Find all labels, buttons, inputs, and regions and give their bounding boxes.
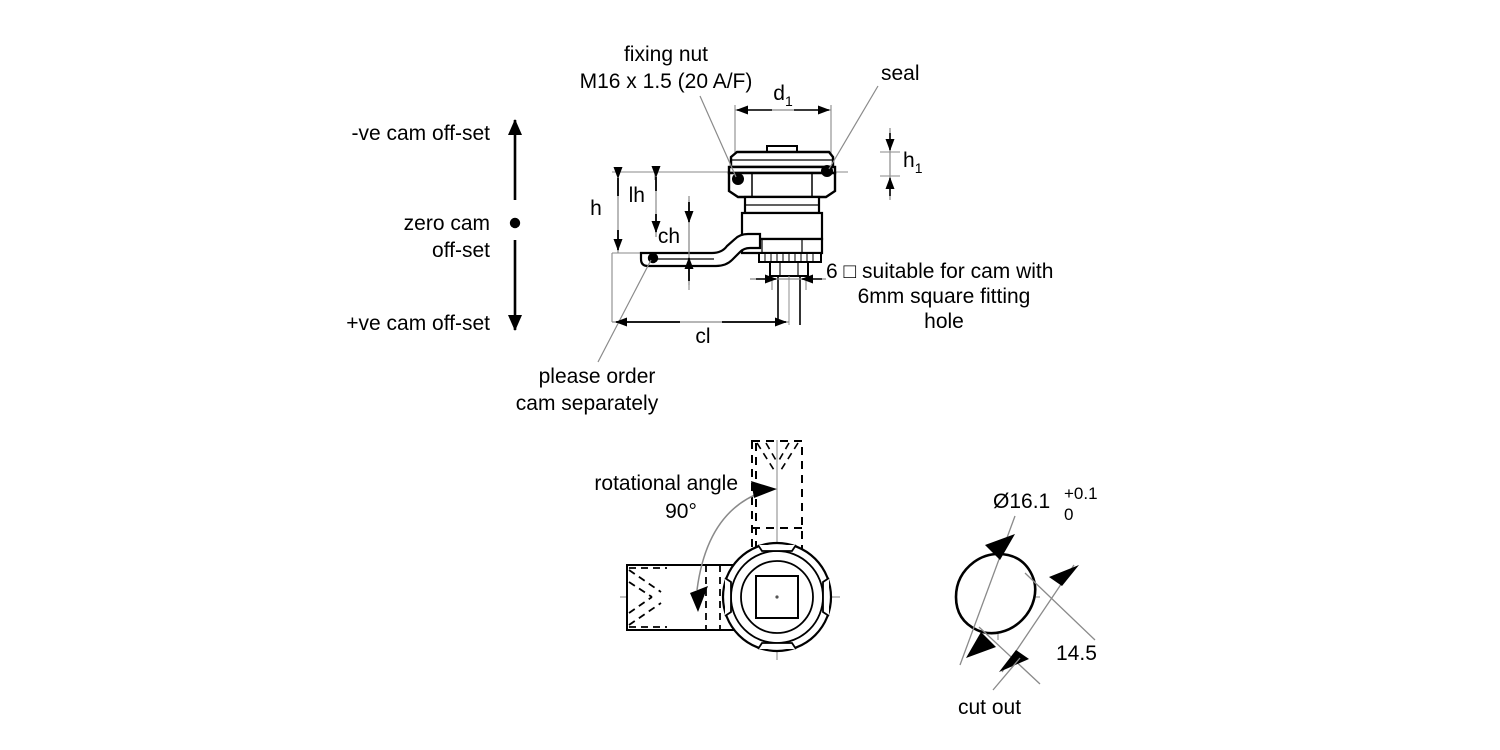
positive-offset-label: +ve cam off-set — [346, 312, 490, 335]
fixing-nut-leader-dot — [732, 173, 744, 185]
negative-offset-label: -ve cam off-set — [352, 122, 491, 145]
diameter-arrow-bottom — [966, 632, 996, 658]
across-flats-arrow-1 — [1049, 565, 1079, 586]
fixing-nut-leader-line — [699, 95, 737, 178]
seal-leader-line — [828, 85, 879, 170]
square-drive — [755, 575, 799, 619]
dimension-h: h — [590, 167, 623, 253]
rose-lug-right — [822, 577, 830, 617]
rotational-angle-arrow-up — [751, 481, 777, 498]
cam-note-line2: cam separately — [516, 392, 659, 415]
cutout-caption: cut out — [958, 696, 1021, 719]
lock-rose-plan — [721, 541, 833, 653]
zero-offset-dot — [509, 217, 521, 229]
cutout-diameter-label: Ø16.1 — [993, 490, 1050, 513]
cutout-tolerance-upper: +0.1 — [1064, 484, 1098, 503]
dimension-ch: ch — [658, 196, 694, 285]
plan-center-dot — [775, 595, 779, 599]
plan-view: rotational angle 90° — [594, 440, 840, 660]
knurled-washer — [758, 252, 822, 263]
retaining-nut — [769, 261, 809, 277]
fixing-nut-label-line1: fixing nut — [624, 43, 708, 66]
cam-rotated-chamfer — [756, 442, 799, 471]
fixing-nut — [727, 171, 837, 199]
cam-note-line1: please order — [539, 365, 656, 388]
square-fitting-note-line2: 6mm square fitting — [858, 285, 1031, 308]
diameter-arrow-top — [985, 534, 1015, 560]
square-fitting-note-line1: 6 □ suitable for cam with — [826, 260, 1053, 283]
cutout-tolerance-lower: 0 — [1064, 505, 1073, 524]
rose-circle-3 — [740, 560, 814, 634]
dimension-d1-label: d1 — [773, 82, 793, 109]
dimension-ch-label: ch — [658, 225, 680, 248]
dimension-cl-label: cl — [695, 325, 710, 348]
dimension-lh: lh — [629, 166, 661, 237]
cam-arm-plan-dashes — [628, 565, 721, 630]
zero-offset-label-line1: zero cam — [404, 212, 490, 235]
cutout-profile — [954, 552, 1037, 635]
rose-lug-left — [724, 577, 732, 617]
seal-label: seal — [881, 62, 920, 85]
dimension-h-label: h — [590, 197, 602, 220]
rose-lug-top — [757, 544, 797, 552]
fixing-nut-label-line2: M16 x 1.5 (20 A/F) — [580, 70, 753, 93]
square-fitting-note-line3: hole — [924, 310, 964, 333]
cutout-caption-leader — [992, 657, 1021, 691]
zero-offset-label-line2: off-set — [432, 239, 490, 262]
dimension-lh-label: lh — [629, 184, 645, 207]
cam-note-leader-line — [597, 259, 652, 363]
across-flats-label: 14.5 — [1056, 642, 1097, 665]
dimension-h1-label: h1 — [903, 149, 923, 176]
side-view: fixing nut M16 x 1.5 (20 A/F) seal pleas… — [516, 43, 1054, 415]
rotational-angle-label: rotational angle — [594, 472, 738, 495]
across-flats-extension-lines — [978, 572, 1096, 685]
cutout-view: Ø16.1 +0.1 0 14.5 cut out — [954, 484, 1098, 719]
rose-lug-bottom — [757, 642, 797, 650]
across-flats-arrow-2 — [999, 650, 1029, 672]
rotational-angle-arrow-down — [690, 586, 708, 612]
dimension-d1: d1 — [735, 82, 831, 115]
seal-leader-dot — [821, 165, 833, 177]
rotational-angle-value: 90° — [665, 500, 697, 523]
cam-arm-leader-dot — [647, 252, 659, 264]
dimension-cl: cl — [612, 317, 789, 348]
cam-offset-scale: -ve cam off-set zero cam off-set +ve cam… — [346, 119, 522, 335]
dimension-h1: h1 — [885, 128, 923, 200]
